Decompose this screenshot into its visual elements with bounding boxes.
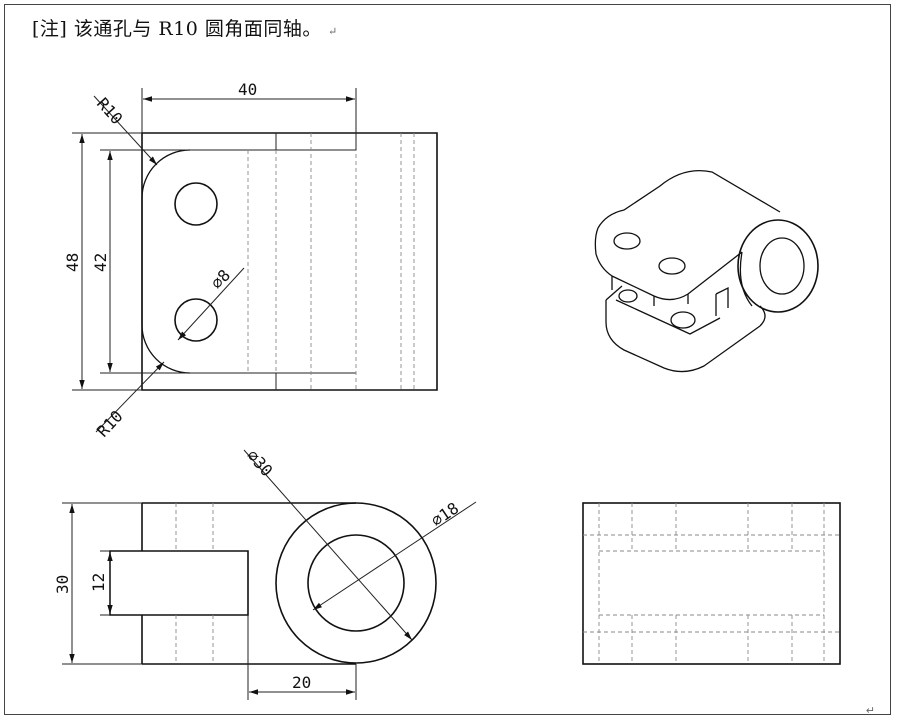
side-view-outline <box>582 502 841 665</box>
drawing-frame <box>4 4 891 715</box>
dim-fillet-top: R10 <box>93 94 126 128</box>
top-view-outline <box>141 132 438 391</box>
dim-inner-height: 42 <box>91 253 110 272</box>
corner-return-mark: ↵ <box>865 704 875 717</box>
return-mark: ↵ <box>327 25 338 38</box>
front-view: 30 12 20 ∅30 ∅18 <box>53 446 477 700</box>
dim-top-width: 40 <box>238 80 257 99</box>
dim-fillet-bottom: R10 <box>93 407 127 441</box>
front-view-outline <box>141 502 356 665</box>
iso-lower-arm <box>605 300 761 373</box>
top-view-fillet-body <box>141 149 191 374</box>
dim-slot-depth: 20 <box>292 673 311 692</box>
outer-boss-circle <box>275 502 437 664</box>
iso-hole-lower <box>670 311 696 329</box>
isometric-view <box>594 169 819 373</box>
side-view <box>582 502 841 665</box>
top-view-hidden-lines <box>247 133 415 390</box>
top-view: 40 48 42 ∅8 R10 R10 <box>63 80 438 441</box>
drawing-note: [注] 该通孔与 R10 圆角面同轴。 ↵ <box>32 14 338 41</box>
iso-boss-outer <box>737 219 819 313</box>
note-text: [注] 该通孔与 R10 圆角面同轴。 <box>32 18 322 40</box>
dim-overall-height: 48 <box>63 253 82 272</box>
top-hole-upper <box>174 182 218 226</box>
iso-upper-arm <box>594 227 743 301</box>
iso-hole-lower-left <box>618 289 638 303</box>
dim-slot-height: 12 <box>89 573 108 592</box>
dim-side-height: 30 <box>53 575 72 594</box>
top-view-step-lines <box>142 133 356 390</box>
front-view-hidden-lines <box>175 503 214 664</box>
iso-hole-upper-left <box>613 232 641 250</box>
dim-bore-diameter: ∅18 <box>428 498 463 530</box>
top-hole-lower <box>174 298 218 342</box>
dim-hole-diameter: ∅8 <box>207 266 234 293</box>
iso-hole-upper-right <box>658 257 686 275</box>
front-view-slot <box>109 550 249 616</box>
bore-circle <box>307 534 405 632</box>
dim-outer-diameter: ∅30 <box>243 446 276 480</box>
iso-boss-bore <box>759 237 805 295</box>
side-view-hidden-lines <box>583 503 840 664</box>
